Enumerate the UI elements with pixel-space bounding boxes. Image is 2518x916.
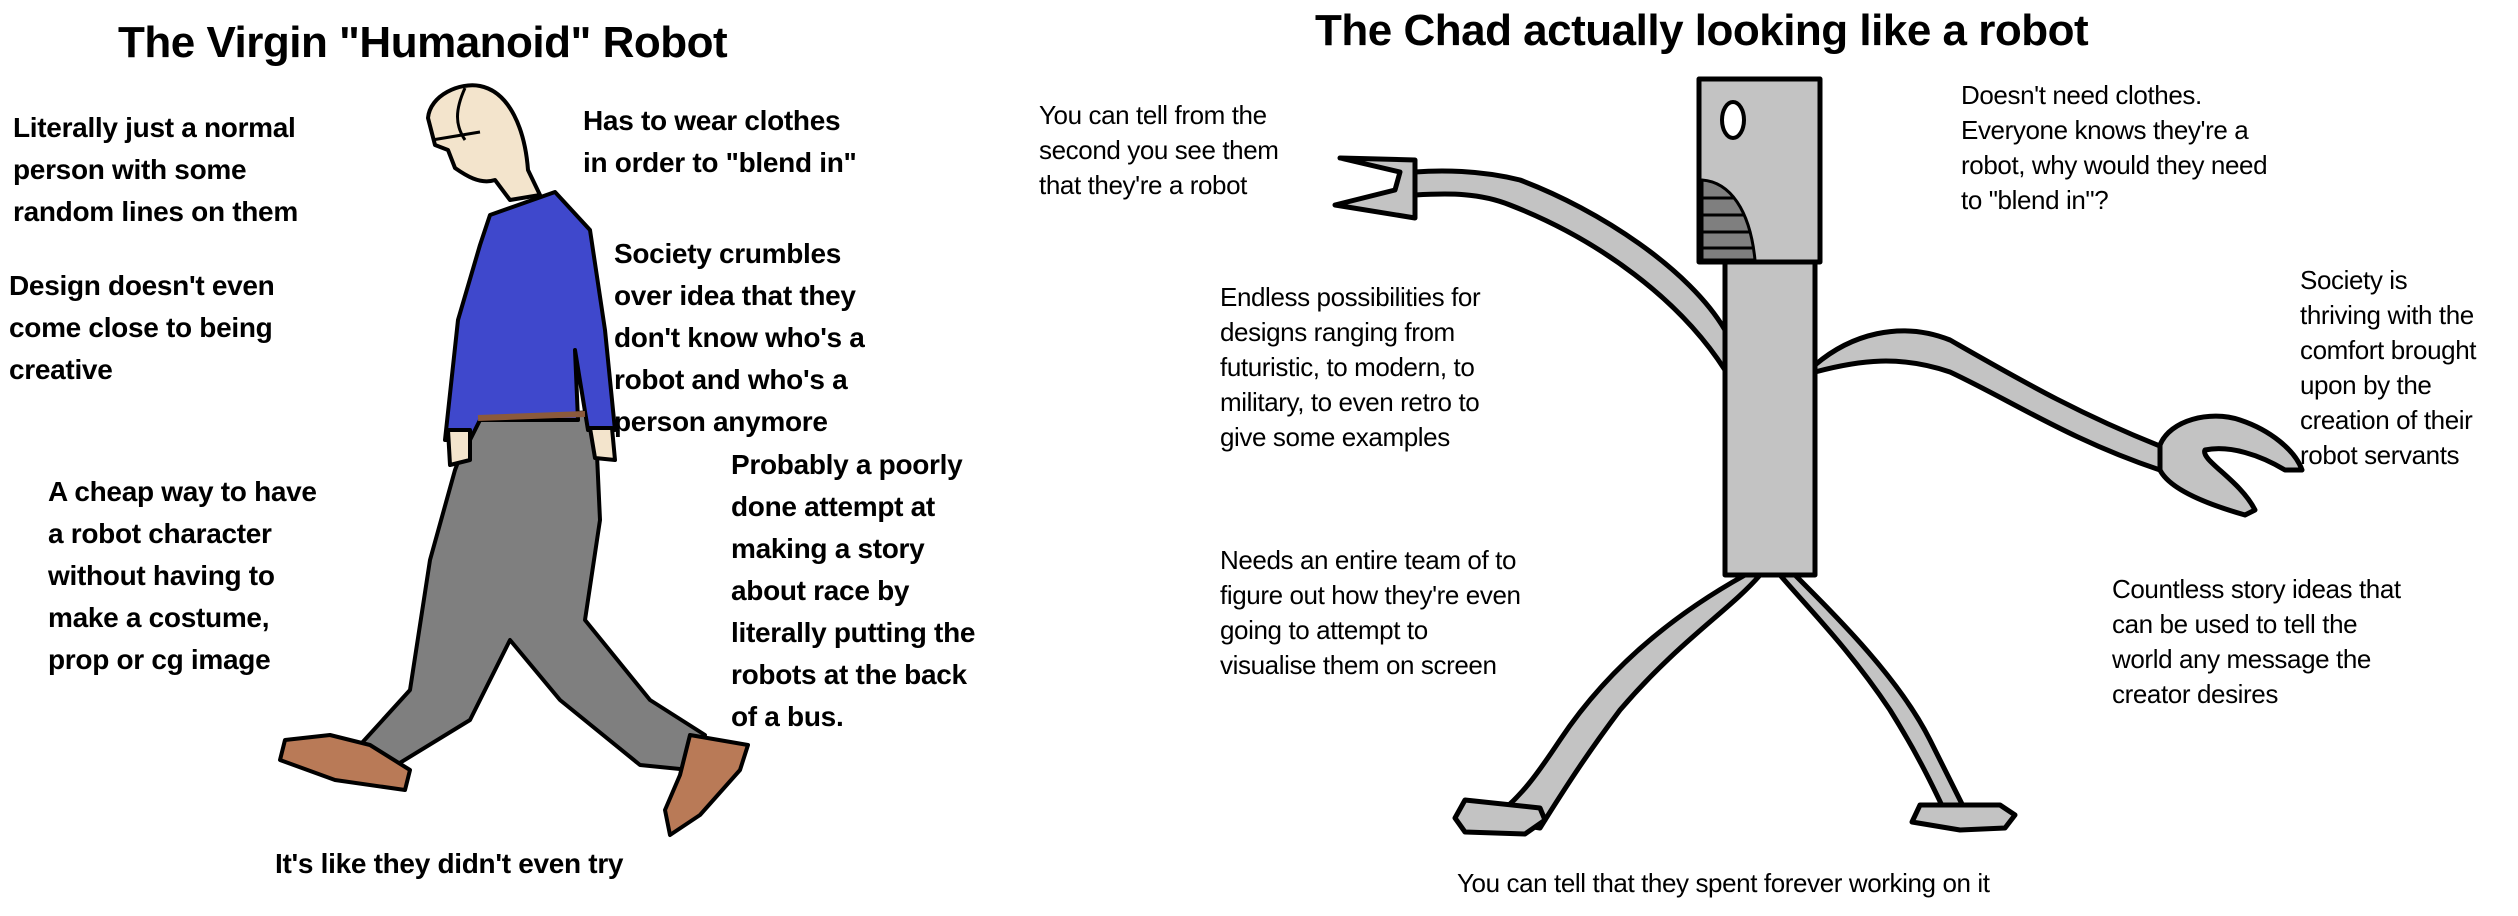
caption-line: robots at the back bbox=[731, 659, 967, 690]
virgin-humanoid-figure bbox=[278, 83, 750, 837]
virgin-glasses bbox=[431, 130, 481, 142]
caption-story: Probably a poorly done attempt at making… bbox=[731, 444, 975, 738]
caption-line: A cheap way to have bbox=[48, 476, 317, 507]
caption-line: person with some bbox=[13, 154, 247, 185]
caption-line: creative bbox=[9, 354, 113, 385]
chad-title: The Chad actually looking like a robot bbox=[1315, 6, 2089, 55]
virgin-shoe-front bbox=[663, 733, 750, 837]
caption-line: that they're a robot bbox=[1039, 170, 1247, 200]
virgin-shoe-back bbox=[278, 733, 412, 792]
caption-line: thriving with the bbox=[2300, 300, 2474, 330]
caption-line: Has to wear clothes bbox=[583, 105, 841, 136]
caption-society-crumbles: Society crumbles over idea that they don… bbox=[614, 233, 865, 443]
caption-cheap: A cheap way to have a robot character wi… bbox=[48, 471, 317, 681]
virgin-title: The Virgin "Humanoid" Robot bbox=[118, 18, 728, 67]
caption-team: Needs an entire team of to figure out ho… bbox=[1220, 543, 1521, 683]
caption-line: Probably a poorly bbox=[731, 449, 963, 480]
caption-line: robot servants bbox=[2300, 440, 2460, 470]
virgin-belt bbox=[477, 411, 586, 421]
virgin-head-line bbox=[456, 87, 467, 141]
caption-line: make a costume, bbox=[48, 602, 270, 633]
caption-line: Design doesn't even bbox=[9, 270, 275, 301]
caption-line: Literally just a normal bbox=[13, 112, 296, 143]
virgin-right-hand bbox=[588, 426, 617, 462]
caption-line: literally putting the bbox=[731, 617, 976, 648]
caption-line: futuristic, to modern, to bbox=[1220, 352, 1475, 382]
caption-line: without having to bbox=[48, 560, 275, 591]
caption-line: figure out how they're even bbox=[1220, 580, 1521, 610]
caption-line: give some examples bbox=[1220, 422, 1450, 452]
caption-line: person anymore bbox=[614, 406, 828, 437]
robot-eye bbox=[1720, 100, 1746, 140]
caption-line: come close to being bbox=[9, 312, 273, 343]
caption-line: second you see them bbox=[1039, 135, 1279, 165]
caption-no-clothes: Doesn't need clothes. Everyone knows the… bbox=[1961, 78, 2268, 218]
caption-normal-person: Literally just a normal person with some… bbox=[13, 107, 298, 233]
virgin-left-hand bbox=[446, 428, 472, 467]
robot-body bbox=[1722, 259, 1818, 578]
robot-right-leg bbox=[1777, 572, 1968, 815]
caption-line: going to attempt to bbox=[1220, 615, 1428, 645]
caption-line: robot and who's a bbox=[614, 364, 848, 395]
robot-right-arm bbox=[1812, 328, 2173, 473]
caption-line: don't know who's a bbox=[614, 322, 865, 353]
virgin-head bbox=[426, 83, 542, 202]
caption-line: can be used to tell the bbox=[2112, 609, 2358, 639]
caption-line: military, to even retro to bbox=[1220, 387, 1480, 417]
caption-spent-forever: You can tell that they spent forever wor… bbox=[1457, 868, 1990, 898]
caption-designs: Endless possibilities for designs rangin… bbox=[1220, 280, 1481, 455]
caption-line: Doesn't need clothes. bbox=[1961, 80, 2202, 110]
caption-line: upon by the bbox=[2300, 370, 2432, 400]
caption-line: comfort brought bbox=[2300, 335, 2477, 365]
caption-clothes: Has to wear clothes in order to "blend i… bbox=[583, 100, 857, 184]
robot-right-foot bbox=[1909, 802, 2018, 833]
caption-line: about race by bbox=[731, 575, 910, 606]
caption-line: Endless possibilities for bbox=[1220, 282, 1481, 312]
robot-left-claw bbox=[1332, 155, 1418, 221]
caption-society-thriving: Society is thriving with the comfort bro… bbox=[2300, 263, 2476, 473]
caption-line: a robot character bbox=[48, 518, 272, 549]
caption-line: designs ranging from bbox=[1220, 317, 1455, 347]
caption-line: in order to "blend in" bbox=[583, 147, 857, 178]
caption-didnt-try: It's like they didn't even try bbox=[275, 848, 624, 879]
robot-left-foot bbox=[1452, 797, 1548, 837]
caption-line: You can tell from the bbox=[1039, 100, 1267, 130]
caption-tell: You can tell from the second you see the… bbox=[1039, 98, 1279, 203]
robot-grille-lines bbox=[1702, 196, 1752, 250]
caption-line: over idea that they bbox=[614, 280, 856, 311]
caption-line: world any message the bbox=[2112, 644, 2371, 674]
caption-line: creation of their bbox=[2300, 405, 2473, 435]
robot-mouth-grille bbox=[1700, 178, 1757, 262]
caption-line: prop or cg image bbox=[48, 644, 271, 675]
caption-line: Society crumbles bbox=[614, 238, 842, 269]
virgin-shirt bbox=[443, 190, 617, 442]
chad-robot-figure bbox=[1332, 76, 2305, 837]
caption-line: creator desires bbox=[2112, 679, 2278, 709]
robot-right-claw bbox=[2157, 413, 2305, 518]
caption-line: done attempt at bbox=[731, 491, 935, 522]
caption-line: to "blend in"? bbox=[1961, 185, 2109, 215]
robot-left-leg bbox=[1487, 572, 1763, 831]
caption-line: Everyone knows they're a bbox=[1961, 115, 2249, 145]
caption-line: visualise them on screen bbox=[1220, 650, 1497, 680]
caption-line: Countless story ideas that bbox=[2112, 574, 2401, 604]
caption-line: Society is bbox=[2300, 265, 2408, 295]
caption-line: of a bus. bbox=[731, 701, 844, 732]
virgin-pants bbox=[358, 410, 707, 774]
caption-countless-stories: Countless story ideas that can be used t… bbox=[2112, 572, 2401, 712]
caption-design: Design doesn't even come close to being … bbox=[9, 265, 275, 391]
caption-line: making a story bbox=[731, 533, 925, 564]
caption-line: robot, why would they need bbox=[1961, 150, 2268, 180]
caption-line: random lines on them bbox=[13, 196, 298, 227]
caption-line: Needs an entire team of to bbox=[1220, 545, 1517, 575]
